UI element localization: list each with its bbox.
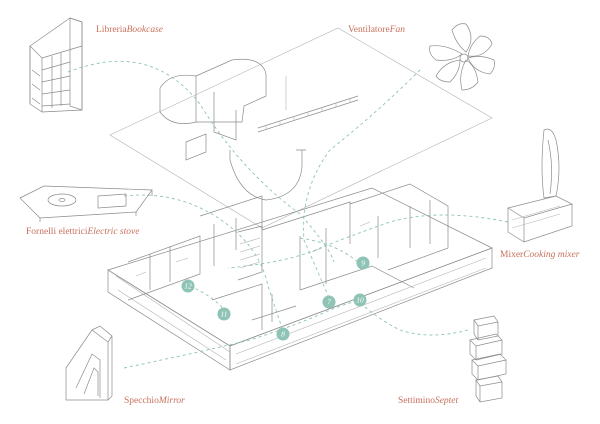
svg-text:7: 7 [327,298,331,307]
label-electric-stove: Fornelli elettriciElectric stove [26,227,139,237]
lower-floor-plan [107,183,493,371]
upper-floor-plane [109,27,493,229]
svg-text:9: 9 [361,259,365,268]
fan-icon [429,23,495,91]
svg-text:SpecchioMirror: SpecchioMirror [124,396,185,406]
cooking-mixer-icon [507,128,573,243]
svg-text:SettiminoSeptet: SettiminoSeptet [398,396,459,406]
label-mirror: SpecchioMirror [124,396,185,406]
label-fan: VentilatoreFan [348,25,405,35]
svg-text:LibreriaBookcase: LibreriaBookcase [96,25,163,35]
label-septet: SettiminoSeptet [398,396,459,406]
mirror-icon [65,325,113,401]
svg-text:11: 11 [221,310,228,319]
marker-8: 8 [276,327,290,341]
marker-7: 7 [322,295,336,309]
svg-text:VentilatoreFan: VentilatoreFan [348,25,405,35]
svg-text:10: 10 [356,296,364,305]
marker-11: 11 [217,307,231,321]
svg-text:12: 12 [184,282,192,291]
electric-stove-icon [19,185,153,222]
marker-9: 9 [356,256,370,270]
marker-10: 10 [353,293,367,307]
septet-icon [469,315,507,403]
label-cooking-mixer: MixerCooking mixer [500,250,580,260]
bookcase-icon [29,17,83,113]
svg-text:8: 8 [281,330,285,339]
leader-lines [67,60,509,369]
marker-12: 12 [181,279,195,293]
svg-text:MixerCooking mixer: MixerCooking mixer [500,250,580,260]
svg-text:Fornelli elettriciElectric sto: Fornelli elettriciElectric stove [26,227,139,237]
label-bookcase: LibreriaBookcase [96,25,163,35]
